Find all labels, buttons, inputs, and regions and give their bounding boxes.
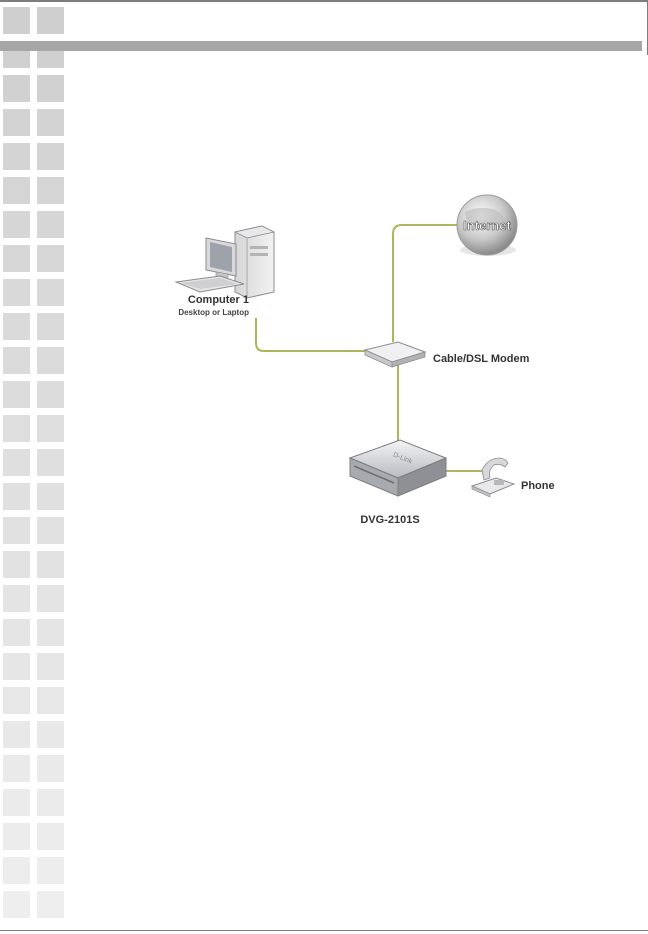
telephone-icon (470, 457, 516, 498)
modem-label: Cable/DSL Modem (433, 353, 530, 365)
decorative-square (3, 279, 30, 306)
decorative-square (3, 619, 30, 646)
decorative-square (3, 653, 30, 680)
decorative-square (37, 7, 64, 34)
decorative-square (3, 857, 30, 884)
desktop-computer-icon (174, 225, 276, 299)
decorative-square (3, 109, 30, 136)
decorative-square (3, 789, 30, 816)
decorative-square (3, 823, 30, 850)
adapter-label: DVG-2101S (360, 514, 419, 526)
decorative-square (3, 381, 30, 408)
cable-computer-modem (255, 318, 372, 352)
decorative-square (3, 7, 30, 34)
decorative-square (37, 177, 64, 204)
decorative-square (37, 721, 64, 748)
decorative-square (3, 687, 30, 714)
decorative-square (3, 313, 30, 340)
decorative-square (37, 619, 64, 646)
decorative-square (37, 143, 64, 170)
page-top-rule (0, 0, 648, 2)
computer-label: Computer 1 (188, 294, 249, 306)
decorative-square (37, 381, 64, 408)
decorative-square (3, 551, 30, 578)
phone-label: Phone (521, 480, 555, 492)
decorative-square (37, 347, 64, 374)
decorative-square (37, 551, 64, 578)
decorative-square (37, 891, 64, 918)
decorative-square (3, 517, 30, 544)
decorative-square (37, 211, 64, 238)
decorative-square (37, 483, 64, 510)
decorative-square (3, 347, 30, 374)
page-bottom-rule (0, 930, 648, 931)
computer-sublabel: Desktop or Laptop (178, 308, 249, 317)
internet-label: Internet (463, 218, 511, 233)
decorative-square (3, 483, 30, 510)
decorative-square (37, 313, 64, 340)
decorative-square (3, 245, 30, 272)
decorative-square (3, 449, 30, 476)
decorative-square (37, 755, 64, 782)
decorative-square (37, 75, 64, 102)
decorative-square (3, 721, 30, 748)
decorative-square (3, 755, 30, 782)
decorative-square (3, 891, 30, 918)
voip-adapter-icon: D-Link (348, 439, 448, 497)
decorative-square (37, 687, 64, 714)
decorative-square (3, 211, 30, 238)
decorative-square (37, 415, 64, 442)
decorative-square (37, 517, 64, 544)
cable-modem-internet (392, 224, 458, 342)
decorative-square (37, 789, 64, 816)
decorative-square (3, 75, 30, 102)
decorative-square (37, 279, 64, 306)
decorative-square (3, 143, 30, 170)
decorative-square (37, 857, 64, 884)
decorative-square (3, 177, 30, 204)
decorative-square (37, 585, 64, 612)
decorative-square (3, 415, 30, 442)
decorative-square-column (0, 0, 70, 934)
decorative-square (3, 585, 30, 612)
decorative-square (37, 653, 64, 680)
decorative-square (37, 109, 64, 136)
decorative-square (37, 245, 64, 272)
internet-globe-icon: Internet (456, 194, 518, 256)
decorative-square (37, 823, 64, 850)
cable-modem-icon (363, 341, 427, 368)
header-bar (0, 41, 642, 51)
decorative-square (37, 449, 64, 476)
